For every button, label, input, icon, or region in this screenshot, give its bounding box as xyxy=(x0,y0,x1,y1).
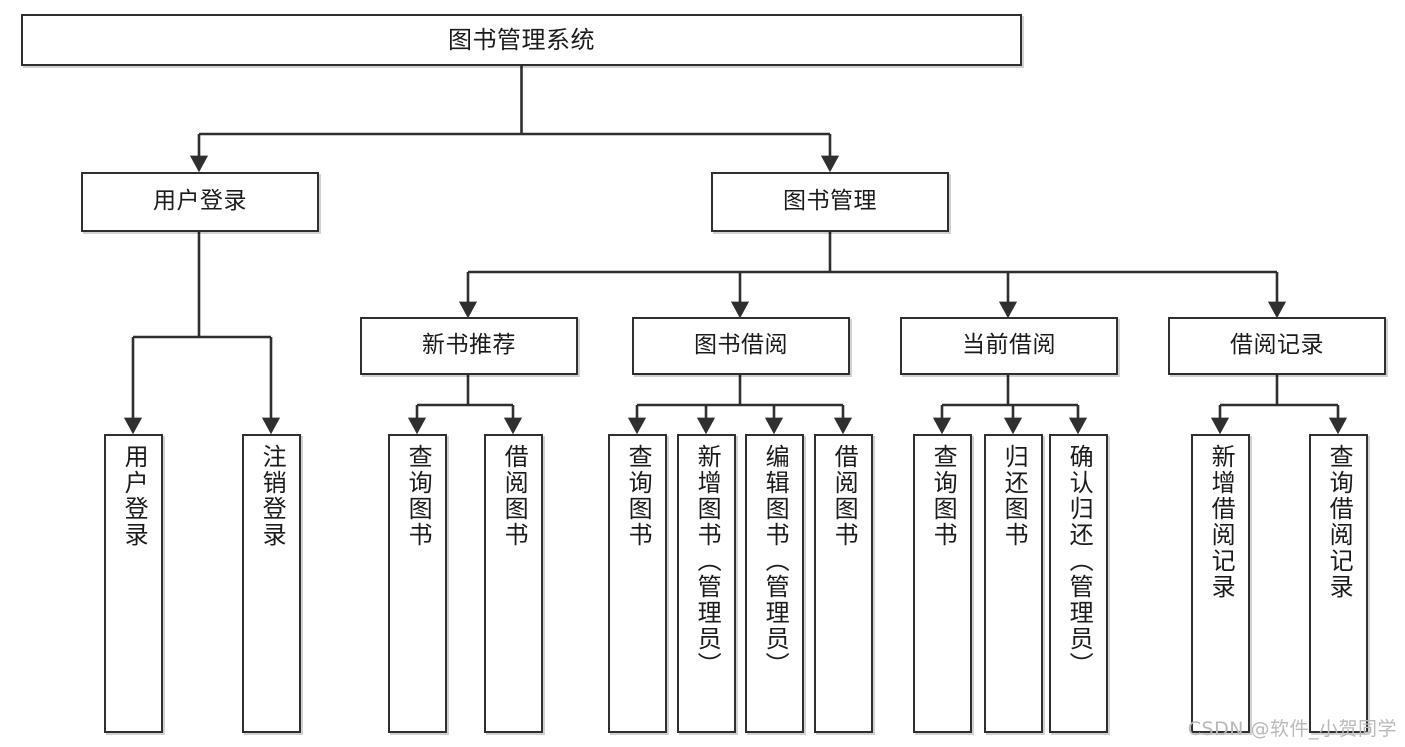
node-leaf-borrow-book-2-label: 借阅图书 xyxy=(830,444,859,548)
node-leaf-borrow-book-1-label: 借阅图书 xyxy=(500,444,529,548)
node-leaf-query-borrow-record[interactable]: 查询借阅记录 xyxy=(1309,434,1368,733)
node-borrow-record-label: 借阅记录 xyxy=(1230,332,1324,359)
node-leaf-query-book-1[interactable]: 查询图书 xyxy=(388,434,447,733)
node-current-borrow-label: 当前借阅 xyxy=(962,332,1056,359)
node-leaf-edit-book-admin-label: 编辑图书（管理员） xyxy=(761,444,790,678)
node-leaf-query-book-1-label: 查询图书 xyxy=(404,444,433,548)
node-root-label: 图书管理系统 xyxy=(448,25,595,54)
node-book-borrow[interactable]: 图书借阅 xyxy=(632,317,850,375)
node-leaf-add-borrow-record-label: 新增借阅记录 xyxy=(1207,444,1236,600)
node-new-book-recommend-label: 新书推荐 xyxy=(422,332,516,359)
node-leaf-query-book-3[interactable]: 查询图书 xyxy=(913,434,972,733)
watermark-text: CSDN @软件_小贺同学 xyxy=(1187,718,1397,740)
node-leaf-confirm-return-admin[interactable]: 确认归还（管理员） xyxy=(1049,434,1108,733)
node-book-borrow-label: 图书借阅 xyxy=(694,332,788,359)
node-leaf-return-book-label: 归还图书 xyxy=(1000,444,1029,548)
node-book-management-label: 图书管理 xyxy=(783,188,877,215)
node-current-borrow[interactable]: 当前借阅 xyxy=(900,317,1118,375)
node-user-login[interactable]: 用户登录 xyxy=(81,172,319,232)
node-leaf-edit-book-admin[interactable]: 编辑图书（管理员） xyxy=(745,434,804,733)
node-leaf-logout[interactable]: 注销登录 xyxy=(242,434,301,733)
node-leaf-return-book[interactable]: 归还图书 xyxy=(984,434,1043,733)
node-new-book-recommend[interactable]: 新书推荐 xyxy=(360,317,578,375)
node-user-login-label: 用户登录 xyxy=(153,188,247,215)
node-leaf-query-borrow-record-label: 查询借阅记录 xyxy=(1325,444,1354,600)
node-leaf-borrow-book-1[interactable]: 借阅图书 xyxy=(484,434,543,733)
node-leaf-user-login[interactable]: 用户登录 xyxy=(104,434,163,733)
node-leaf-confirm-return-admin-label: 确认归还（管理员） xyxy=(1065,444,1094,678)
node-book-management[interactable]: 图书管理 xyxy=(711,172,949,232)
node-leaf-add-book-admin[interactable]: 新增图书（管理员） xyxy=(677,434,736,733)
node-leaf-user-login-label: 用户登录 xyxy=(120,444,149,548)
node-leaf-logout-label: 注销登录 xyxy=(258,444,287,548)
node-root[interactable]: 图书管理系统 xyxy=(21,14,1022,66)
node-leaf-borrow-book-2[interactable]: 借阅图书 xyxy=(814,434,873,733)
node-leaf-add-book-admin-label: 新增图书（管理员） xyxy=(693,444,722,678)
node-borrow-record[interactable]: 借阅记录 xyxy=(1168,317,1386,375)
node-leaf-query-book-2[interactable]: 查询图书 xyxy=(608,434,667,733)
node-leaf-query-book-2-label: 查询图书 xyxy=(624,444,653,548)
node-leaf-query-book-3-label: 查询图书 xyxy=(929,444,958,548)
node-leaf-add-borrow-record[interactable]: 新增借阅记录 xyxy=(1191,434,1250,733)
